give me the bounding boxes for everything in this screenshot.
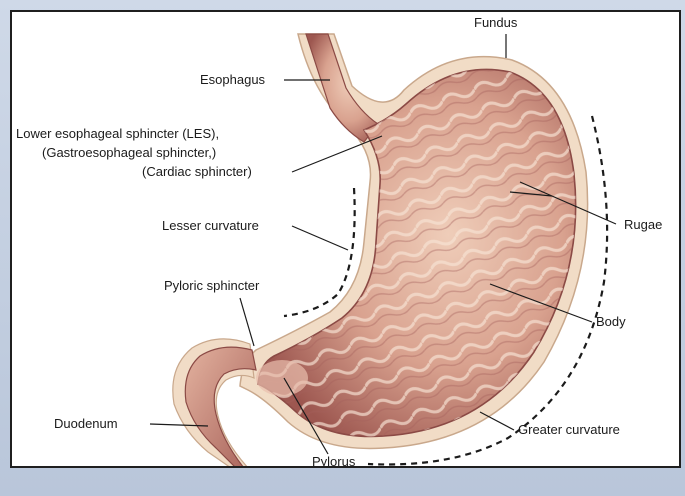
label-lesser-curvature: Lesser curvature xyxy=(162,218,259,233)
leader-pyloric-sphincter xyxy=(240,298,254,346)
leader-greater-curvature xyxy=(480,412,514,430)
stomach-diagram: Fundus Esophagus Lower esophageal sphinc… xyxy=(12,12,681,468)
label-les-line1: Lower esophageal sphincter (LES), xyxy=(16,126,219,141)
leader-lesser-curvature xyxy=(292,226,348,250)
duodenum-shape xyxy=(185,347,256,468)
esophagus-shape xyxy=(306,34,378,142)
label-body: Body xyxy=(596,314,626,329)
stomach-diagram-panel: Fundus Esophagus Lower esophageal sphinc… xyxy=(10,10,681,468)
label-pyloric-sphincter: Pyloric sphincter xyxy=(164,278,260,293)
pylorus-region xyxy=(256,360,308,396)
label-les-line2: (Gastroesophageal sphincter,) xyxy=(42,145,216,160)
label-esophagus: Esophagus xyxy=(200,72,266,87)
label-pylorus: Pylorus xyxy=(312,454,356,468)
label-greater-curvature: Greater curvature xyxy=(518,422,620,437)
label-les-line3: (Cardiac sphincter) xyxy=(142,164,252,179)
label-rugae: Rugae xyxy=(624,217,662,232)
label-duodenum: Duodenum xyxy=(54,416,118,431)
label-fundus: Fundus xyxy=(474,15,518,30)
